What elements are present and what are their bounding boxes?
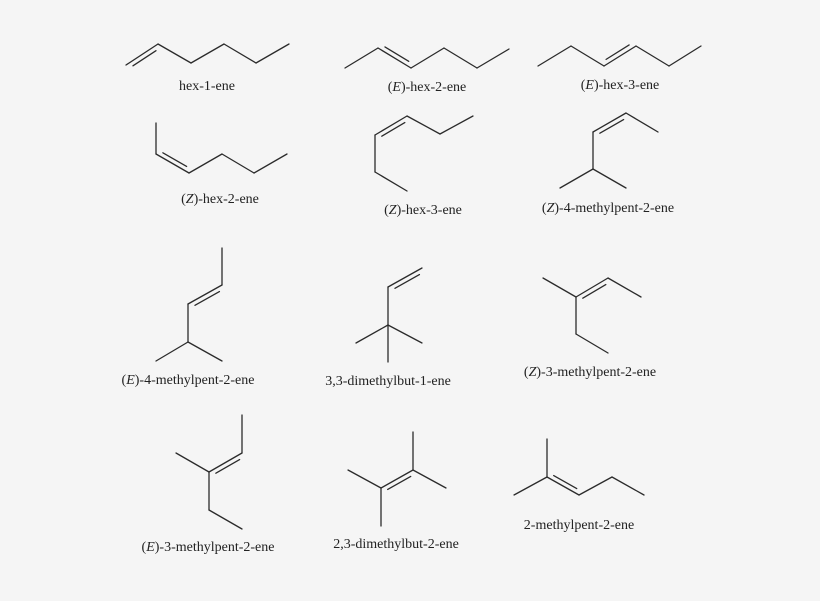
label-2-methylpent-2-ene: 2-methylpent-2-ene bbox=[523, 518, 635, 533]
double-bond-inner bbox=[215, 458, 241, 474]
single-bond bbox=[380, 469, 414, 489]
single-bond bbox=[607, 277, 642, 298]
branch-bond bbox=[387, 324, 423, 344]
molecule-2-3-dimethylbut-2-ene bbox=[347, 431, 447, 527]
label-3-3-dimethylbut-1-ene: 3,3-dimethylbut-1-ene bbox=[325, 374, 451, 389]
molecule--e-hex-2-ene bbox=[344, 46, 510, 69]
molecule--e-3-methylpent-2-ene bbox=[175, 414, 243, 530]
single-bond bbox=[570, 45, 605, 67]
molecule-hex-1-ene bbox=[125, 43, 290, 67]
label-hex-1-ene: hex-1-ene bbox=[179, 79, 235, 94]
single-bond bbox=[439, 115, 474, 135]
single-bond bbox=[443, 47, 478, 69]
double-bond-inner bbox=[162, 152, 188, 168]
single-bond bbox=[208, 509, 243, 530]
single-bond bbox=[410, 47, 445, 69]
molecule-3-3-dimethylbut-1-ene bbox=[355, 267, 423, 363]
label-z-hex-2-ene: (Z)-hex-2-ene bbox=[181, 192, 259, 207]
single-bond bbox=[190, 43, 225, 64]
molecule--e-hex-3-ene bbox=[537, 44, 702, 67]
label-z-4-methylpent-2-ene: (Z)-4-methylpent-2-ene bbox=[541, 201, 675, 216]
branch-bond bbox=[542, 277, 577, 298]
single-bond bbox=[223, 43, 257, 64]
single-bond bbox=[635, 45, 670, 67]
label-2-3-dimethylbut-2-ene: 2,3-dimethylbut-2-ene bbox=[333, 537, 459, 552]
single-bond bbox=[625, 112, 659, 133]
double-bond-inner bbox=[384, 46, 410, 63]
double-bond-inner bbox=[194, 290, 221, 306]
single-bond bbox=[374, 171, 408, 192]
single-bond bbox=[537, 45, 572, 67]
single-bond bbox=[575, 277, 609, 298]
single-bond bbox=[412, 469, 447, 489]
single-bond bbox=[668, 45, 702, 67]
molecule-2-methylpent-2-ene bbox=[513, 438, 645, 496]
single-bond bbox=[347, 469, 382, 489]
single-bond bbox=[188, 153, 223, 174]
double-bond-inner bbox=[553, 474, 578, 490]
double-bond-inner bbox=[582, 283, 607, 299]
branch-bond bbox=[175, 452, 210, 473]
molecule--z-hex-3-ene bbox=[374, 115, 474, 192]
single-bond bbox=[387, 267, 423, 288]
label-e-hex-3-ene: (E)-hex-3-ene bbox=[580, 78, 660, 93]
double-bond-inner bbox=[605, 44, 630, 61]
double-bond-inner bbox=[599, 118, 625, 134]
single-bond bbox=[559, 168, 594, 189]
molecule--e-4-methylpent-2-ene bbox=[155, 247, 223, 362]
single-bond bbox=[208, 452, 243, 473]
single-bond bbox=[221, 153, 255, 174]
molecule--z-hex-2-ene bbox=[155, 122, 288, 174]
label-z-3-methylpent-2-ene: (Z)-3-methylpent-2-ene bbox=[523, 365, 657, 380]
single-bond bbox=[513, 476, 548, 496]
double-bond-inner bbox=[132, 50, 157, 67]
label-z-hex-3-ene: (Z)-hex-3-ene bbox=[384, 203, 462, 218]
single-bond bbox=[476, 48, 510, 69]
single-bond bbox=[611, 476, 645, 496]
single-bond bbox=[355, 324, 389, 344]
single-bond bbox=[578, 476, 613, 496]
double-bond-inner bbox=[381, 121, 406, 137]
single-bond bbox=[187, 284, 223, 305]
label-e-hex-2-ene: (E)-hex-2-ene bbox=[387, 80, 467, 95]
single-bond bbox=[255, 43, 290, 64]
single-bond bbox=[155, 153, 190, 174]
single-bond bbox=[344, 47, 379, 69]
label-e-4-methylpent-2-ene: (E)-4-methylpent-2-ene bbox=[121, 373, 255, 388]
branch-bond bbox=[187, 341, 223, 362]
single-bond bbox=[155, 341, 189, 362]
single-bond bbox=[157, 43, 192, 64]
single-bond bbox=[125, 43, 159, 66]
single-bond bbox=[546, 476, 580, 496]
single-bond bbox=[374, 115, 408, 136]
molecule--z-4-methylpent-2-ene bbox=[559, 112, 659, 189]
branch-bond bbox=[592, 168, 627, 189]
label-e-3-methylpent-2-ene: (E)-3-methylpent-2-ene bbox=[141, 540, 275, 555]
single-bond bbox=[592, 112, 627, 133]
single-bond bbox=[253, 153, 288, 174]
single-bond bbox=[603, 45, 637, 67]
single-bond bbox=[377, 47, 412, 69]
single-bond bbox=[575, 333, 609, 354]
single-bond bbox=[406, 115, 441, 135]
double-bond-inner bbox=[387, 475, 412, 491]
molecule--z-3-methylpent-2-ene bbox=[542, 277, 642, 354]
double-bond-inner bbox=[394, 273, 421, 289]
